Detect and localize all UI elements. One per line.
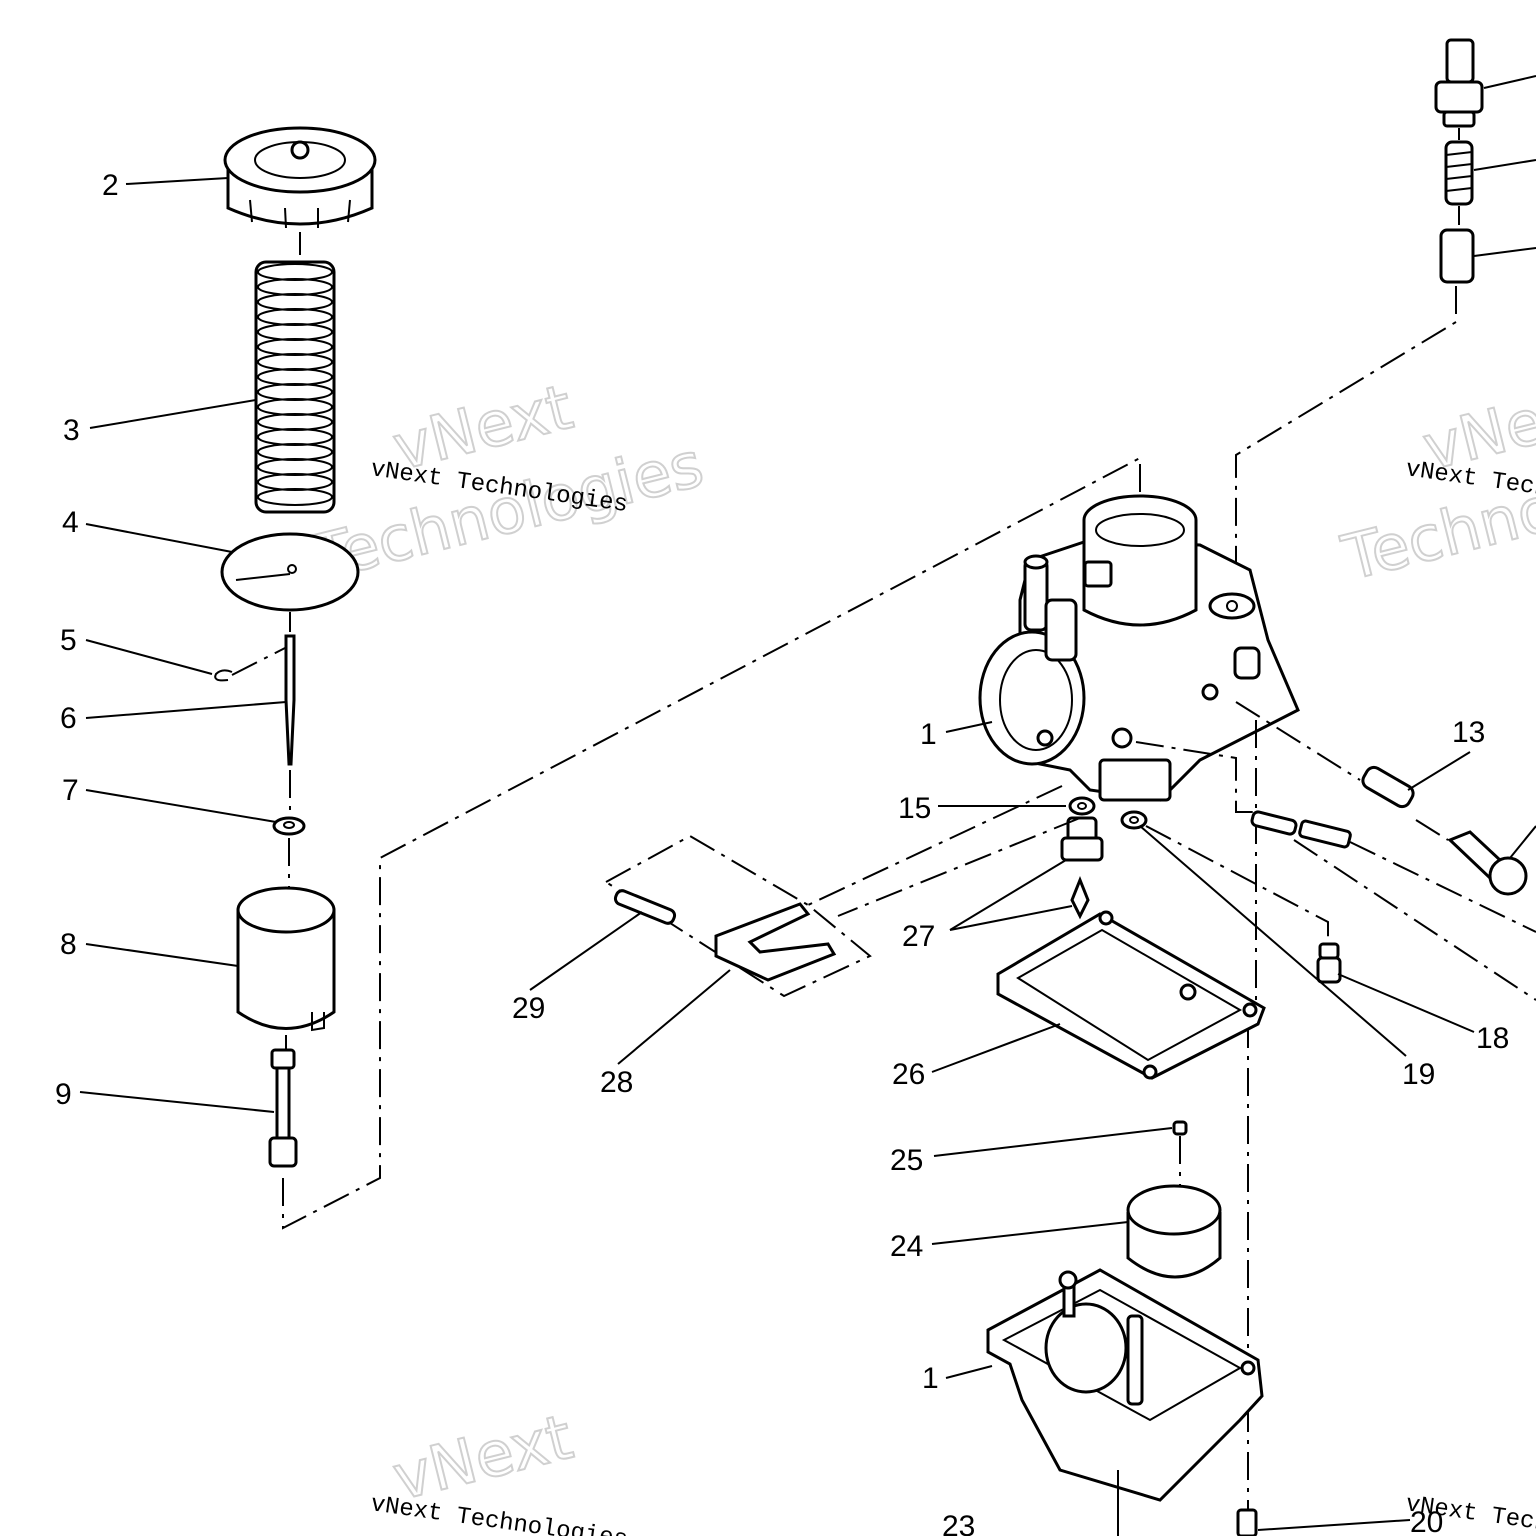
callout-7: 7 (62, 774, 79, 807)
pilot-spring-part (1361, 765, 1415, 809)
jet-needle-part (284, 634, 296, 766)
washer-part (272, 816, 306, 836)
carburetor-body-part (978, 494, 1300, 802)
float-bowl-part (986, 1268, 1264, 1502)
callout-18: 18 (1476, 1022, 1509, 1055)
spring-part (254, 260, 336, 514)
washer-15-part (1068, 796, 1096, 816)
callout-25: 25 (890, 1144, 923, 1177)
callout-1-body: 1 (920, 718, 937, 751)
callout-3: 3 (63, 414, 80, 447)
cap-part (223, 126, 377, 229)
pilot-air-screw-part (1447, 830, 1528, 896)
callout-26: 26 (892, 1058, 925, 1091)
callout-1-bowl: 1 (922, 1362, 939, 1395)
callout-4: 4 (62, 506, 79, 539)
throttle-valve-part (236, 886, 336, 1032)
needle-jet-part (268, 1048, 298, 1168)
float-arm-part (714, 902, 837, 982)
callout-13: 13 (1452, 716, 1485, 749)
reference-line-left (282, 456, 1141, 1230)
idle-screw-part (1250, 810, 1352, 849)
float-needle-part (1439, 228, 1475, 284)
spring-coil (257, 488, 333, 506)
callout-5: 5 (60, 624, 77, 657)
callout-6: 6 (60, 702, 77, 735)
callout-27: 27 (902, 920, 935, 953)
callout-9: 9 (55, 1078, 72, 1111)
float-pin-25-part (1172, 1120, 1188, 1136)
float-pin-part (613, 889, 677, 925)
callout-15: 15 (898, 792, 931, 825)
fitting-spring-part (1444, 140, 1474, 206)
leader-lines (79, 75, 1536, 1536)
callout-20: 20 (1410, 1506, 1443, 1536)
callout-29: 29 (512, 992, 545, 1025)
main-jet-part (1060, 816, 1104, 920)
callout-19: 19 (1402, 1058, 1435, 1091)
callout-28: 28 (600, 1066, 633, 1099)
float-bowl-gasket-part (996, 910, 1266, 1080)
drain-plug-part (1236, 1508, 1258, 1536)
lever-group-outline (605, 834, 872, 998)
callout-23: 23 (942, 1510, 975, 1536)
callout-labels: 2 3 4 5 6 7 8 9 1 13 15 27 29 28 26 18 1… (55, 169, 1509, 1536)
drain-screw-part (1316, 942, 1342, 984)
callout-24: 24 (890, 1230, 923, 1263)
washer-19-part (1120, 810, 1148, 830)
float-part (1126, 1184, 1222, 1279)
spring-seat-part (220, 532, 360, 612)
callout-2: 2 (102, 169, 119, 202)
clip-part (214, 669, 233, 682)
watermark-small-text-bottom: vNext Technologies (369, 1491, 629, 1536)
callout-8: 8 (60, 928, 77, 961)
fuel-fitting-part (1434, 38, 1484, 128)
